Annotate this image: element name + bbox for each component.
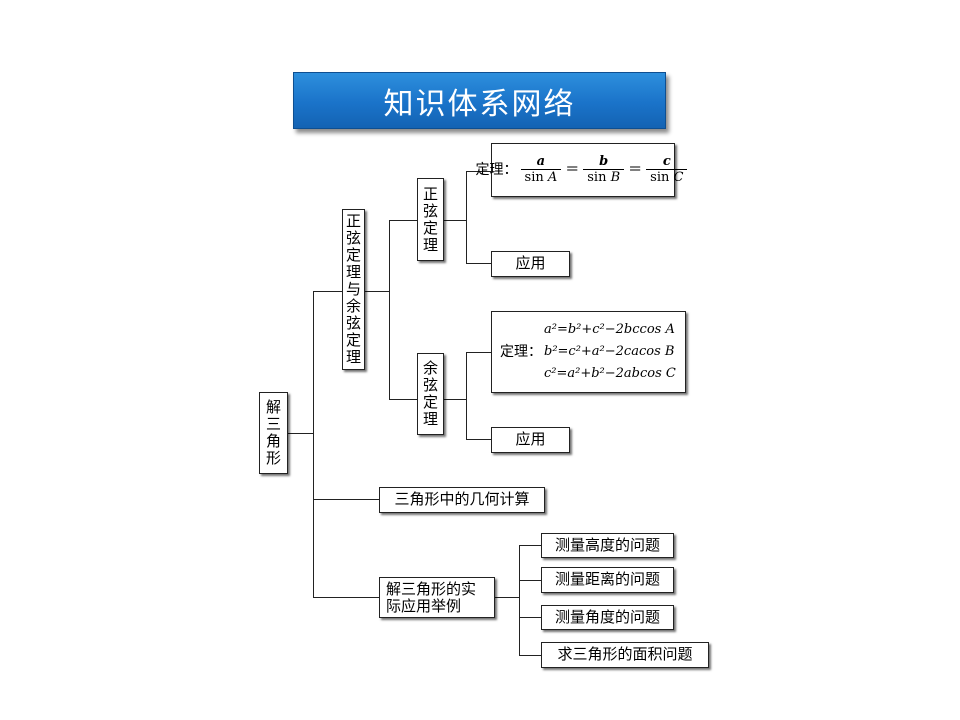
connector-line <box>466 171 467 264</box>
sine-cosine-node: 正弦定理与余弦定理 <box>342 209 365 370</box>
title-banner: 知识体系网络 <box>293 72 666 129</box>
cosine-equation-c: c²=a²+b²−2abcos C <box>544 366 676 381</box>
fraction-c-over-sin-c: c sin C <box>646 153 688 186</box>
practical-item-label: 测量距离的问题 <box>554 570 660 589</box>
denominator-sin-b: sin B <box>583 169 625 185</box>
connector-line <box>389 399 417 400</box>
sin-text: sin <box>524 170 548 185</box>
denominator-sin-a: sin A <box>520 169 562 185</box>
connector-line <box>466 171 491 172</box>
practical-label: 解三角形的实际应用举例 <box>386 579 477 615</box>
equals-sign: ＝ <box>565 161 580 178</box>
connector-line <box>389 220 417 221</box>
connector-line <box>466 352 467 440</box>
connector-line <box>519 545 520 656</box>
connector-line <box>519 655 541 656</box>
sine-theorem-prefix: 定理： <box>475 161 518 178</box>
sine-theorem-box: 定理： a sin A ＝ b sin B ＝ c sin C <box>476 143 688 197</box>
cosine-theorem-prefix: 定理： <box>500 343 542 360</box>
fraction-a-over-sin-a: a sin A <box>520 153 562 186</box>
numerator-b: b <box>599 153 609 169</box>
sine-law-node-label: 正弦定理 <box>422 184 438 254</box>
angle-a: A <box>547 170 558 185</box>
cosine-application-box: 应用 <box>491 427 570 453</box>
practical-box: 解三角形的实际应用举例 <box>379 577 495 618</box>
practical-item-area: 求三角形的面积问题 <box>541 642 709 668</box>
connector-line <box>466 439 491 440</box>
angle-b: B <box>610 170 621 185</box>
geometry-box: 三角形中的几何计算 <box>379 487 545 513</box>
fraction-b-over-sin-b: b sin B <box>583 153 625 186</box>
connector-line <box>288 433 314 434</box>
sin-text: sin <box>587 170 611 185</box>
connector-line <box>519 545 541 546</box>
equals-sign: ＝ <box>628 161 643 178</box>
cosine-equation-b: b²=c²+a²−2cacos B <box>544 344 675 359</box>
connector-line <box>365 291 390 292</box>
connector-line <box>466 263 491 264</box>
practical-item-height: 测量高度的问题 <box>541 533 674 558</box>
geometry-label: 三角形中的几何计算 <box>394 490 530 509</box>
sine-application-label: 应用 <box>515 254 546 273</box>
cosine-equation-a: a²=b²+c²−2bccos A <box>544 322 675 337</box>
sine-application-box: 应用 <box>491 251 570 277</box>
connector-line <box>444 399 467 400</box>
connector-line <box>495 597 520 598</box>
connector-line <box>389 220 390 400</box>
connector-line <box>444 220 467 221</box>
cosine-application-label: 应用 <box>515 430 546 449</box>
cosine-theorem-box: 定理： a²=b²+c²−2bccos A b²=c²+a²−2cacos B … <box>491 311 686 393</box>
page-title: 知识体系网络 <box>383 86 576 122</box>
practical-item-label: 测量角度的问题 <box>554 607 660 626</box>
cosine-equations: a²=b²+c²−2bccos A b²=c²+a²−2cacos B c²=a… <box>544 319 676 385</box>
angle-c: C <box>673 170 684 185</box>
connector-line <box>313 499 379 500</box>
sine-law-node: 正弦定理 <box>417 178 444 261</box>
connector-line <box>313 291 314 598</box>
numerator-a: a <box>536 153 546 169</box>
practical-item-label: 求三角形的面积问题 <box>557 645 693 664</box>
connector-line <box>519 580 541 581</box>
connector-line <box>313 291 342 292</box>
sine-cosine-node-label: 正弦定理与余弦定理 <box>345 212 361 366</box>
practical-item-angle: 测量角度的问题 <box>541 605 674 630</box>
connector-line <box>313 597 379 598</box>
connector-line <box>466 352 491 353</box>
cosine-law-node: 余弦定理 <box>417 353 444 435</box>
denominator-sin-c: sin C <box>646 169 688 185</box>
practical-item-label: 测量高度的问题 <box>554 535 660 554</box>
cosine-law-node-label: 余弦定理 <box>422 359 438 428</box>
root-node-label: 解三角形 <box>265 398 281 467</box>
numerator-c: c <box>662 153 671 169</box>
sin-text: sin <box>650 170 674 185</box>
connector-line <box>519 617 541 618</box>
root-node: 解三角形 <box>259 392 288 474</box>
practical-item-distance: 测量距离的问题 <box>541 567 674 593</box>
sine-theorem-formula: 定理： a sin A ＝ b sin B ＝ c sin C <box>475 153 691 186</box>
